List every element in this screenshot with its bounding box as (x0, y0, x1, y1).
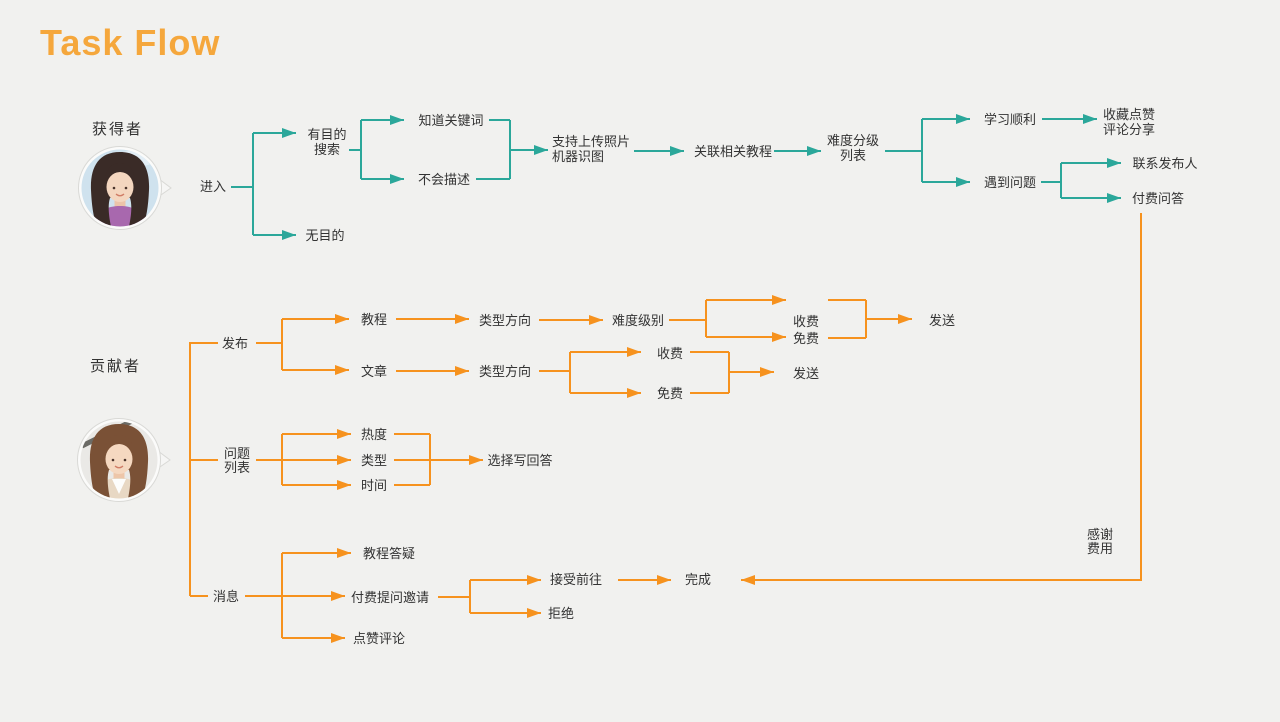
node-cannot-describe: 不会描述 (418, 172, 470, 187)
contributor-labels: 贡献者 发布 教程 类型方向 难度级别 收费 免费 发送 文章 类型方向 收费 … (90, 312, 1113, 646)
acquirer-labels: 获得者 进入 有目的 搜索 无目的 知道关键词 不会描述 支持上传照片 机器识图… (92, 107, 1198, 243)
node-difficulty-list-line1: 难度分级 (827, 133, 879, 148)
acquirer-connectors (231, 114, 1121, 240)
node-tutorial-type-direction: 类型方向 (479, 313, 531, 328)
node-difficulty-level: 难度级别 (612, 313, 664, 328)
node-related-tutorials: 关联相关教程 (694, 144, 772, 159)
node-message: 消息 (213, 589, 239, 604)
node-time: 时间 (361, 478, 387, 493)
node-favorite-like-line2: 评论分享 (1103, 122, 1155, 137)
node-thanks-fee-line1: 感谢 (1087, 527, 1113, 542)
page-title: Task Flow (40, 22, 221, 63)
node-thanks-fee-line2: 费用 (1087, 541, 1113, 556)
node-tutorial-answer: 教程答疑 (363, 546, 415, 561)
contributor-role-label: 贡献者 (90, 358, 141, 375)
node-like-comment: 点赞评论 (353, 631, 405, 646)
contributor-avatar (77, 418, 171, 502)
node-article-paid: 收费 (657, 346, 683, 361)
node-heat: 热度 (361, 427, 387, 442)
node-publish: 发布 (222, 336, 248, 351)
node-upload-photo-line1: 支持上传照片 (552, 134, 630, 149)
node-article: 文章 (361, 364, 387, 379)
node-enter: 进入 (200, 179, 226, 194)
node-article-free: 免费 (657, 386, 683, 401)
node-choose-write-answer: 选择写回答 (487, 453, 552, 468)
node-difficulty-list-line2: 列表 (840, 148, 866, 163)
node-tutorial: 教程 (361, 312, 387, 327)
contributor-connectors (189, 295, 912, 643)
node-question-list-line2: 列表 (224, 460, 250, 475)
node-question-list-line1: 问题 (224, 446, 250, 461)
node-reject: 拒绝 (548, 606, 574, 621)
node-tutorial-free: 免费 (793, 331, 819, 346)
node-accept-go: 接受前往 (550, 572, 602, 587)
node-done: 完成 (685, 572, 711, 587)
acquirer-role-label: 获得者 (92, 121, 143, 138)
feedback-connector (741, 213, 1142, 585)
node-aimless: 无目的 (305, 228, 344, 243)
node-tutorial-paid: 收费 (793, 314, 819, 329)
node-favorite-like-line1: 收藏点赞 (1103, 107, 1155, 122)
node-contact-publisher: 联系发布人 (1132, 156, 1197, 171)
node-paid-qa: 付费问答 (1132, 191, 1184, 206)
node-paid-invite: 付费提问邀请 (351, 590, 429, 605)
node-article-type-direction: 类型方向 (479, 364, 531, 379)
node-type: 类型 (361, 453, 387, 468)
node-smooth-learning: 学习顺利 (984, 112, 1036, 127)
node-purposeful-search-line1: 有目的 (307, 127, 346, 142)
node-meet-problem: 遇到问题 (984, 175, 1036, 190)
node-purposeful-search-line2: 搜索 (314, 142, 340, 157)
node-know-keywords: 知道关键词 (418, 113, 483, 128)
node-tutorial-send: 发送 (929, 313, 955, 328)
acquirer-avatar (78, 146, 172, 230)
node-upload-photo-line2: 机器识图 (552, 149, 604, 164)
node-article-send: 发送 (793, 366, 819, 381)
